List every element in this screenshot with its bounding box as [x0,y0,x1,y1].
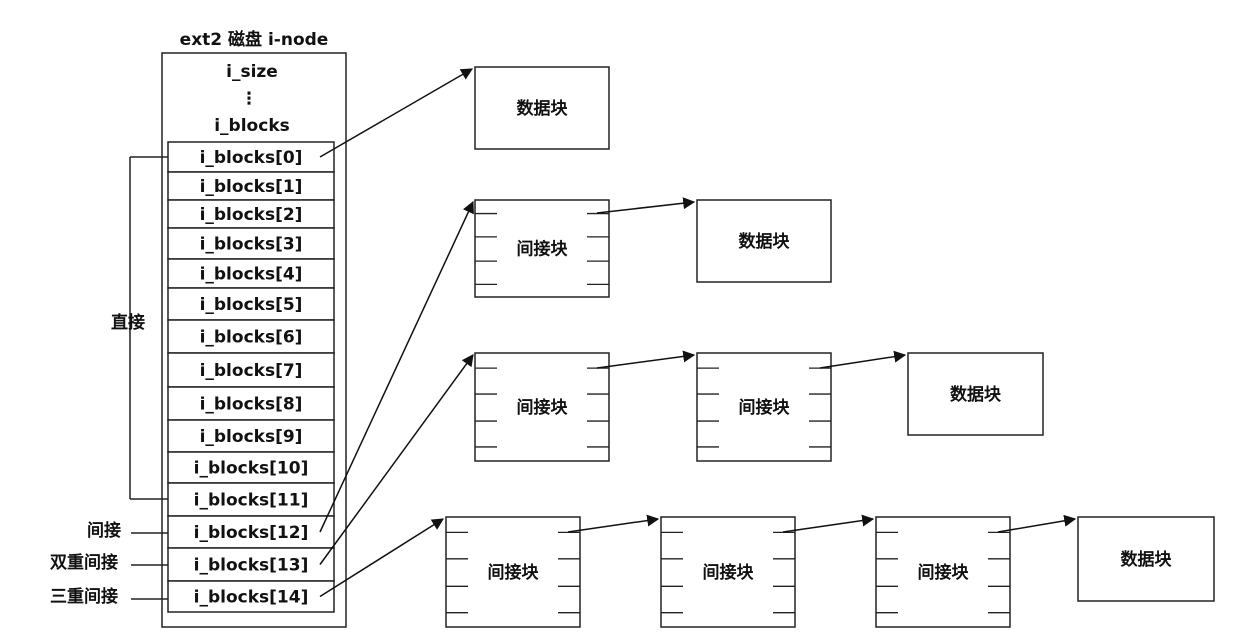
data-block-label: 数据块 [950,384,1002,405]
inode-slot-row [167,580,335,613]
indirect-block-label: 间接块 [488,562,540,583]
inode-slot-row [167,352,335,388]
inode-slot-label: i_blocks[14] [194,588,309,608]
inode-slot-label: i_blocks[11] [194,491,309,511]
inode-slot-label: i_blocks[12] [194,523,309,543]
data-block [696,199,832,283]
inode-slot-row [167,319,335,354]
inode-slot-row [167,199,335,229]
indirect-block-label: 间接块 [517,397,569,418]
inode-slot-label: i_blocks[13] [194,556,309,576]
pointer-arrow [596,197,696,214]
label-triple-indirect: 三重间接 [50,586,118,607]
pointer-arrow [319,68,474,158]
direct-bracket [129,156,168,500]
inode-slot-label: i_blocks[3] [200,235,303,255]
pointer-arrow [319,200,474,533]
pointer-arrow [782,514,875,533]
pointer-arrow [319,354,474,565]
inode-slot-label: i_blocks[6] [200,328,303,348]
inode-slot-label: i_blocks[7] [200,361,303,381]
inode-field-ellipsis: ⋮ [241,89,258,109]
label-indirect: 间接 [87,520,121,541]
inode-slot-row [167,451,335,484]
data-block-label: 数据块 [1121,549,1173,570]
inode-frame [161,52,347,628]
data-block [907,352,1044,436]
indirect-block-label: 间接块 [703,562,755,583]
inode-slot-table: i_blocks[0] i_blocks[1] i_blocks[2] i_block… [167,141,335,613]
inode-slot-label: i_blocks[5] [200,295,303,315]
indirect-block [474,352,610,462]
indirect-block [474,199,610,298]
pointer-arrow [819,350,907,369]
indirect-block-label: 间接块 [918,562,970,583]
label-double-indirect: 双重间接 [50,552,118,573]
indirect-block-label: 间接块 [739,397,791,418]
block-chains: 数据块间接块数据块间接块间接块数据块间接块间接块间接块数据块 [319,66,1215,628]
indirect-block [660,516,796,628]
inode-slot-label: i_blocks[10] [194,459,309,479]
inode-slot-row [167,287,335,321]
inode-slot-label: i_blocks[1] [200,177,303,197]
data-block [1077,516,1215,602]
indirect-block [696,352,832,462]
inode-slot-label: i_blocks[8] [200,395,303,415]
inode-slot-label: i_blocks[4] [200,265,303,285]
inode-title: ext2 磁盘 i-node [180,29,329,50]
pointer-arrow [319,518,445,598]
inode-slot-row [167,547,335,582]
data-block [474,66,610,150]
inode-field-i-blocks: i_blocks [214,116,290,136]
data-block-label: 数据块 [739,231,791,252]
pointer-arrow [596,350,696,369]
indirect-block-label: 间接块 [517,239,569,260]
pointer-arrow [567,514,660,533]
pointer-arrow [997,514,1077,533]
inode-slot-label: i_blocks[9] [200,427,303,447]
indirect-block [445,516,581,628]
inode-slot-row [167,227,335,260]
label-direct: 直接 [111,312,145,333]
inode-field-i-size: i_size [226,62,278,82]
inode-slot-row [167,386,335,421]
data-block-label: 数据块 [517,98,569,119]
inode-slot-label: i_blocks[2] [200,205,303,225]
indirect-block [875,516,1011,628]
inode-slot-label: i_blocks[0] [200,148,303,168]
